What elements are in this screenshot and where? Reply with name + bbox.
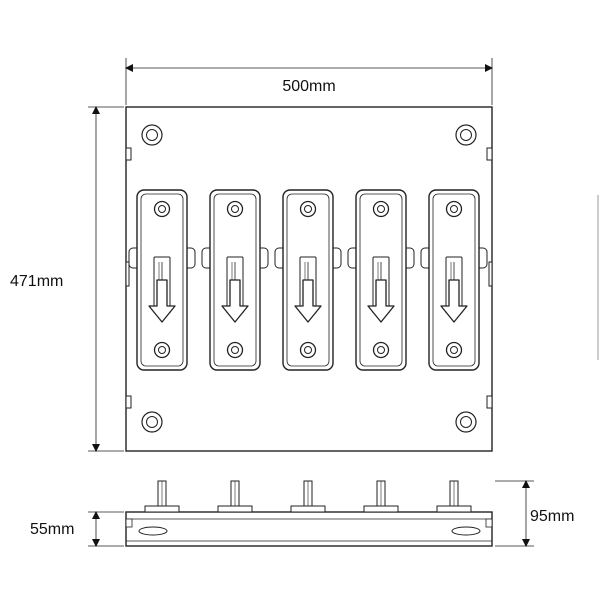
switch-module — [128, 189, 196, 371]
base-thickness-label: 55mm — [30, 521, 74, 538]
width-dimension: 500mm — [125, 58, 493, 105]
height-dimension: 471mm — [10, 106, 124, 452]
front-panel — [125, 106, 493, 452]
side-view — [125, 480, 493, 547]
side-view-pins — [144, 480, 472, 513]
height-label: 471mm — [10, 273, 63, 290]
width-label: 500mm — [282, 78, 335, 95]
side-pin — [436, 480, 472, 513]
side-hole-icon — [451, 526, 481, 536]
side-pin — [363, 480, 399, 513]
side-clips — [125, 147, 493, 409]
switch-module — [347, 189, 415, 371]
arrow-down-icon — [294, 279, 322, 323]
switch-module — [274, 189, 342, 371]
total-depth-dimension: 95mm — [495, 480, 574, 547]
side-pin — [217, 480, 253, 513]
arrow-down-icon — [221, 279, 249, 323]
arrow-down-icon — [440, 279, 468, 323]
side-hole-icon — [138, 526, 168, 536]
switch-module — [420, 189, 488, 371]
arrow-down-icon — [148, 279, 176, 323]
arrow-down-icon — [367, 279, 395, 323]
corner-mounting-holes — [141, 124, 477, 433]
switch-modules — [128, 189, 488, 371]
side-pin — [144, 480, 180, 513]
base-thickness-dimension: 55mm — [30, 511, 124, 547]
total-depth-label: 95mm — [530, 508, 574, 525]
switch-module — [201, 189, 269, 371]
side-pin — [290, 480, 326, 513]
side-view-base — [125, 511, 493, 547]
